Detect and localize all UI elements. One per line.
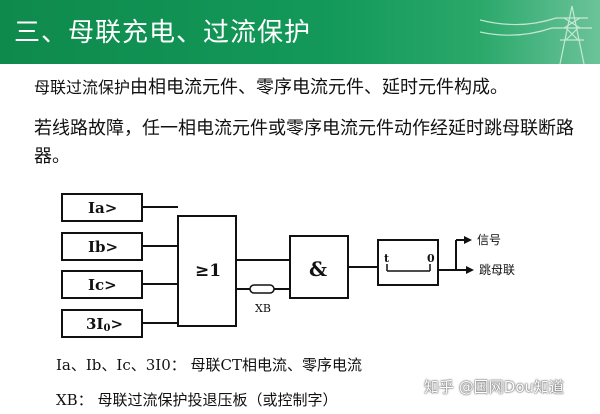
input-label-ic: Ic> <box>88 276 117 294</box>
signal-arrow-icon <box>464 236 472 244</box>
timer-zero-label: 0 <box>427 252 435 265</box>
p1-rest: 由相电流元件、零序电流元件、延时元件构成。 <box>130 77 509 98</box>
legend-line-2: XB： 母联过流保护投退压板（或控制字） <box>56 391 338 409</box>
output-trip-label: 跳母联 <box>479 263 515 277</box>
output-signal-label: 信号 <box>477 233 501 247</box>
watermark-text: 知乎 @国网Dou知道 <box>424 378 565 396</box>
description-paragraph-1: 母联过流保护由相电流元件、零序电流元件、延时元件构成。 <box>34 74 594 102</box>
or-gate <box>177 215 237 327</box>
or-gate-label: ≥1 <box>195 261 221 281</box>
input-label-3i0: 3I0> <box>86 315 123 334</box>
watermark: 知乎 @国网Dou知道 <box>424 376 564 397</box>
description-paragraph-2: 若线路故障，任一相电流元件或零序电流元件动作经延时跳母联断路器。 <box>34 118 574 167</box>
timer-t-label: t <box>384 252 390 265</box>
trip-arrow-icon <box>466 266 474 274</box>
input-label-ia: Ia> <box>88 199 117 217</box>
input-label-ib: Ib> <box>88 238 118 256</box>
power-tower-decoration <box>480 5 592 64</box>
header-banner: 三、母联充电、过流保护 <box>0 0 600 64</box>
and-gate-label: & <box>309 257 327 281</box>
xb-switch-icon <box>249 284 275 294</box>
legend-line-1: Ia、Ib、Ic、3I0： 母联CT相电流、零序电流 <box>56 356 362 374</box>
p1-prefix: 母联过流保护 <box>34 78 131 97</box>
page-title: 三、母联充电、过流保护 <box>14 18 312 48</box>
switch-label: XB <box>255 302 271 315</box>
delay-timer-box <box>377 239 439 286</box>
